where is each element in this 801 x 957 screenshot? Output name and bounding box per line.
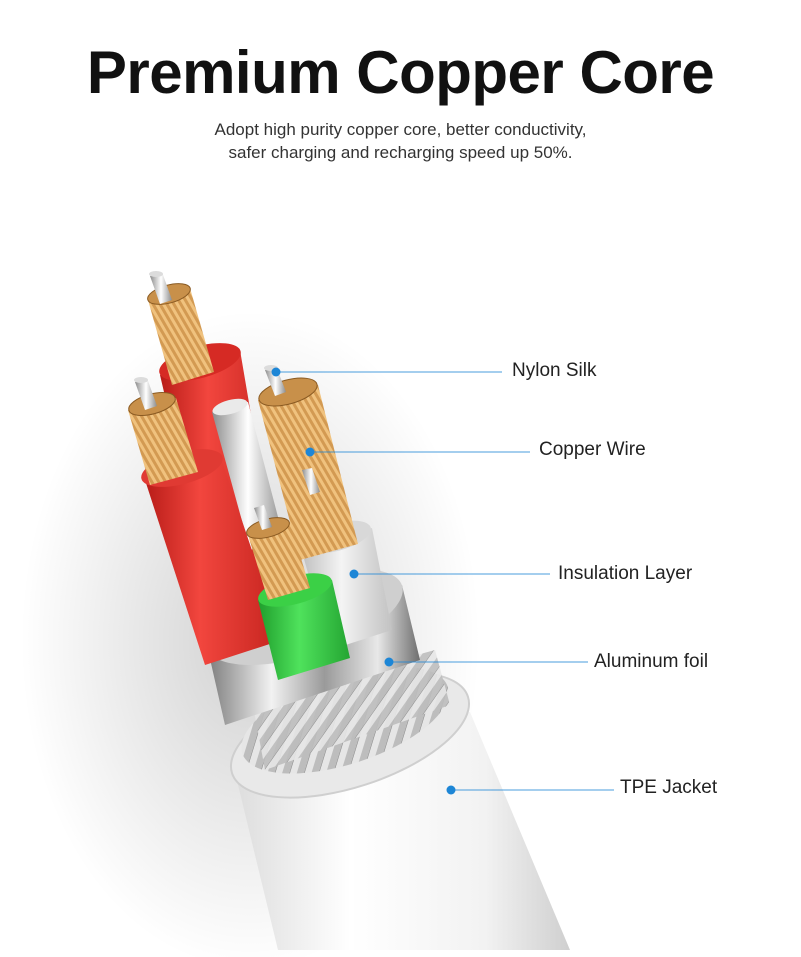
subtitle-line-2: safer charging and recharging speed up 5… <box>228 143 573 162</box>
dot-nylon-silk <box>271 367 281 377</box>
subtitle-line-1: Adopt high purity copper core, better co… <box>214 120 587 139</box>
label-aluminum-foil: Aluminum foil <box>594 651 709 672</box>
dot-tpe-jacket <box>446 785 456 795</box>
leader-lines <box>276 371 614 791</box>
label-copper-wire: Copper Wire <box>539 439 646 460</box>
label-nylon-silk: Nylon Silk <box>512 360 597 381</box>
subtitle: Adopt high purity copper core, better co… <box>0 118 801 164</box>
dot-aluminum-foil <box>384 657 394 667</box>
green-wire <box>246 505 350 680</box>
dot-insulation-layer <box>349 569 359 579</box>
braided-shield <box>241 650 450 774</box>
label-insulation-layer: Insulation Layer <box>558 563 693 584</box>
callout-dots <box>271 367 456 795</box>
red-wire-front <box>128 377 282 665</box>
dot-copper-wire <box>305 447 315 457</box>
label-tpe-jacket: TPE Jacket <box>620 777 718 798</box>
page-title: Premium Copper Core <box>86 39 715 106</box>
